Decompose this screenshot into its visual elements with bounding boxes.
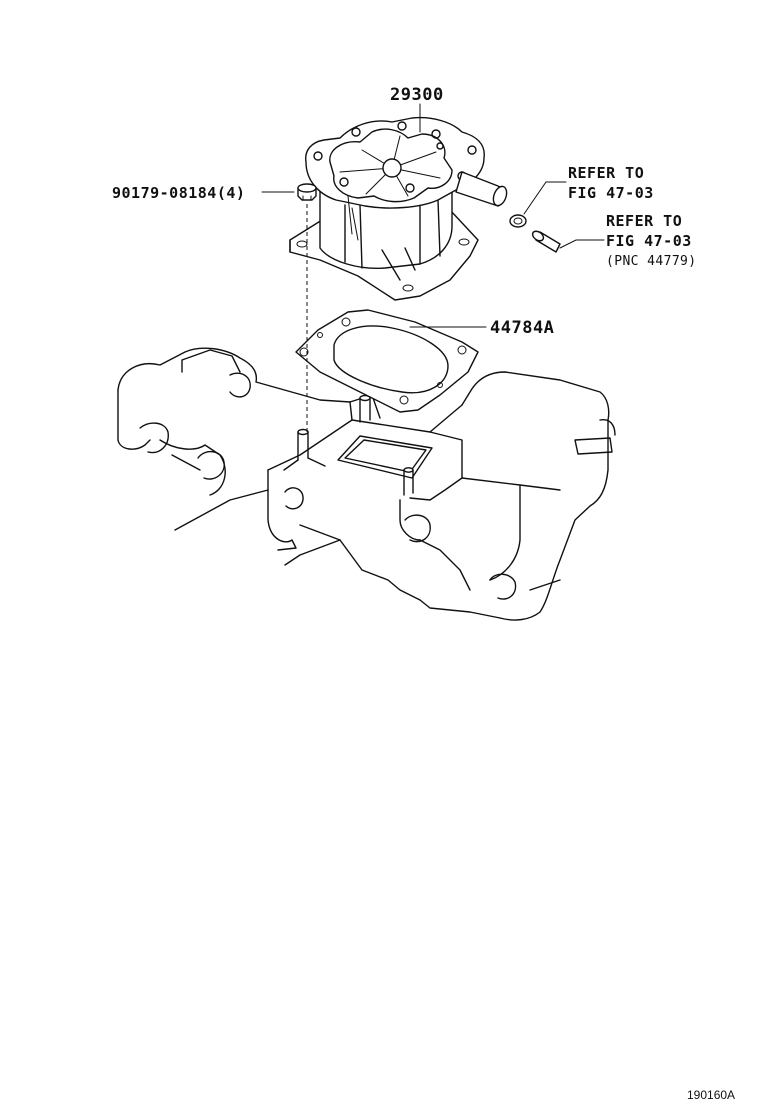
label-refer-1-line1: REFER TO	[568, 164, 644, 182]
label-refer-2-line2: FIG 47-03	[606, 232, 692, 250]
label-gasket-44784a: 44784A	[490, 318, 554, 338]
label-bolt-90179: 90179-08184(4)	[112, 184, 245, 202]
bolt-90179-drawing	[297, 183, 317, 432]
leader-lines	[261, 103, 605, 328]
label-refer-1-line2: FIG 47-03	[568, 184, 654, 202]
label-refer-2-line1: REFER TO	[606, 212, 682, 230]
label-refer-2-line3: (PNC 44779)	[606, 254, 697, 269]
hose-drawing	[531, 230, 561, 253]
figure-code: 190160A	[687, 1088, 735, 1102]
label-pump-29300: 29300	[390, 85, 444, 105]
vacuum-pump-29300-drawing	[289, 116, 508, 301]
gasket-44784a-drawing	[295, 309, 479, 413]
hose-clamp-drawing	[509, 214, 527, 228]
engine-block-drawing	[117, 347, 616, 621]
